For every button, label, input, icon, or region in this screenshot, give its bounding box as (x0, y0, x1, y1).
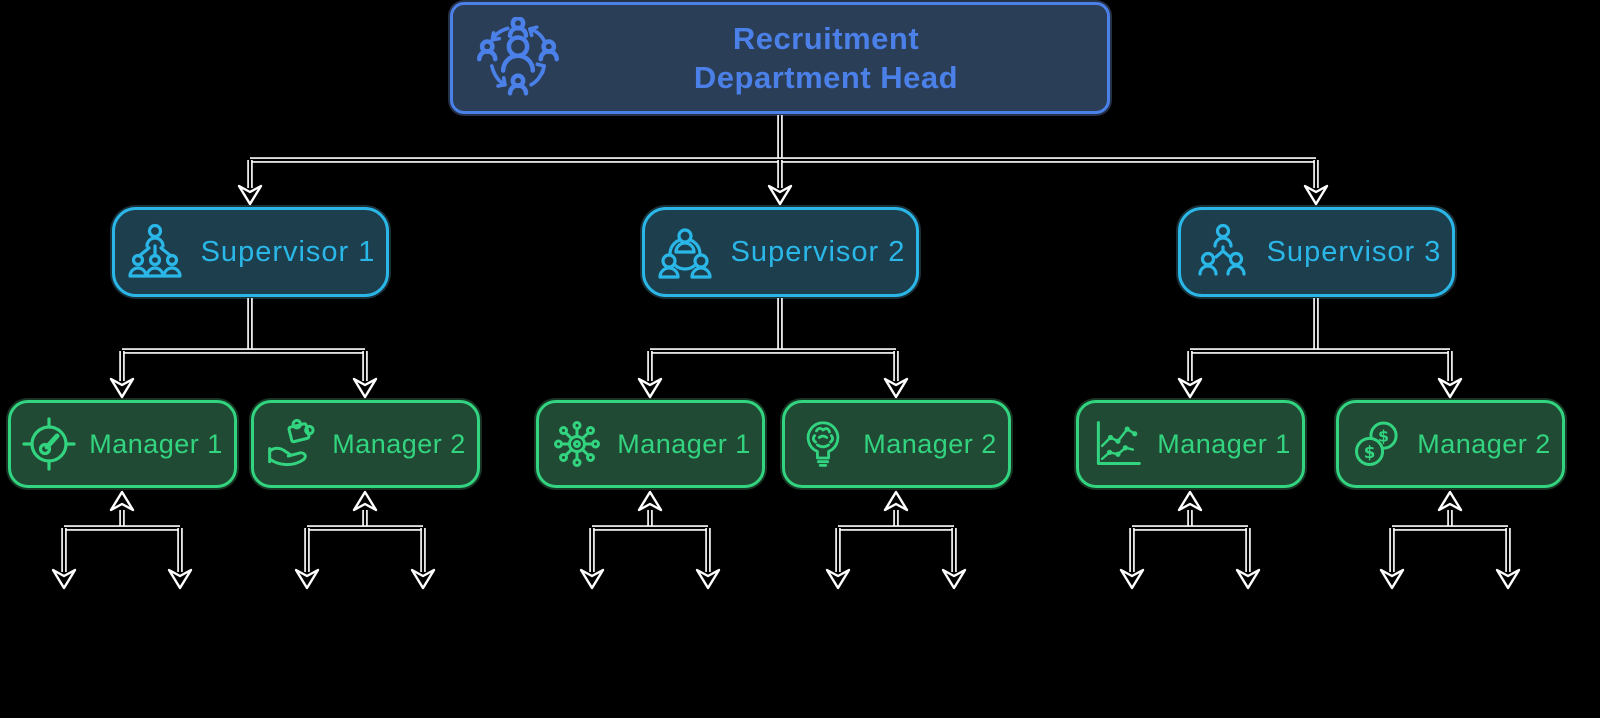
node-label: Manager 1 (617, 428, 751, 459)
node-label: Supervisor 2 (730, 235, 906, 268)
team-icon (123, 596, 237, 717)
node-supervisor2-manager-2: Manager 2 (782, 400, 1011, 488)
node-label: Manager 2 (1417, 428, 1551, 459)
team-icon (366, 596, 480, 717)
node-supervisor2-manager-1: Manager 1 (536, 400, 765, 488)
node-label: Manager 2 (332, 428, 466, 459)
team-icon (1451, 596, 1565, 717)
node-label: Manager 2 (863, 428, 997, 459)
node-supervisor-2: Supervisor 2 (642, 207, 919, 297)
recruitment-cycle-icon (477, 17, 559, 96)
node-supervisor1-manager-2: Manager 2 (251, 400, 480, 488)
node-label: Supervisor 3 (1266, 235, 1442, 268)
head-label-line1: Recruitment (732, 21, 920, 56)
hand-puzzle-icon (268, 418, 315, 467)
team-icon (781, 596, 895, 717)
team-icon (1075, 596, 1189, 717)
team-icon (897, 596, 1011, 717)
node-supervisor1-manager-1: Manager 1 (8, 400, 237, 488)
supervisor-team-icon (127, 223, 182, 278)
line-chart-icon (1097, 421, 1142, 466)
team-icon (7, 596, 121, 717)
node-label: Manager 1 (89, 428, 223, 459)
team-icon (1335, 596, 1449, 717)
head-label-line2: Department Head (693, 60, 959, 95)
node-supervisor-3: Supervisor 3 (1178, 207, 1455, 297)
node-department-head: Recruitment Department Head (450, 2, 1110, 114)
node-supervisor3-manager-1: Manager 1 (1076, 400, 1305, 488)
node-label: Recruitment Department Head (569, 19, 1083, 97)
team-icon (1191, 596, 1305, 717)
svg-text:$: $ (1378, 427, 1389, 446)
node-label: Manager 1 (1157, 428, 1291, 459)
idea-bulb-brain-icon (806, 421, 840, 467)
node-label: Supervisor 1 (200, 235, 376, 268)
network-hub-icon (554, 421, 601, 467)
org-tree-icon (1197, 223, 1246, 276)
team-icon (250, 596, 364, 717)
team-icon (535, 596, 649, 717)
dollar-coins-icon: $ $ (1355, 421, 1398, 466)
target-gauge-icon (22, 417, 76, 471)
people-circle-icon (657, 228, 712, 279)
team-icon (651, 596, 765, 717)
svg-text:$: $ (1364, 442, 1376, 462)
node-supervisor-1: Supervisor 1 (112, 207, 389, 297)
node-supervisor3-manager-2: $ $ Manager 2 (1336, 400, 1565, 488)
